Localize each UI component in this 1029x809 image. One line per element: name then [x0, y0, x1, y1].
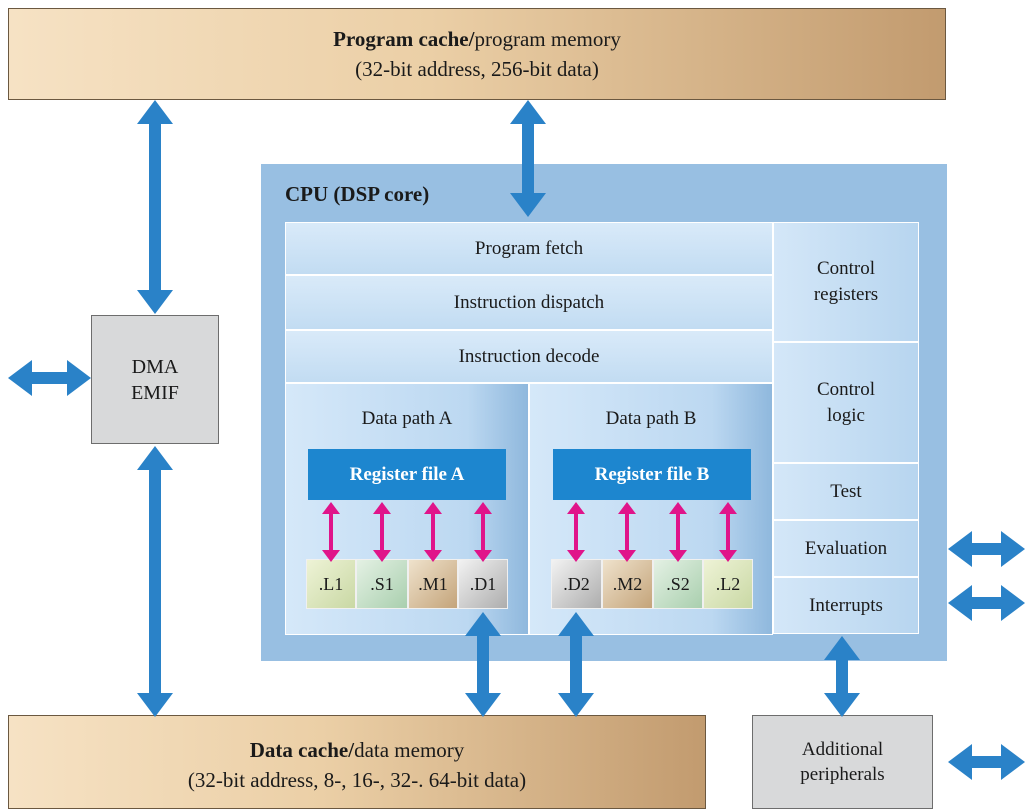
dma-label: DMA [131, 355, 179, 378]
program-memory-title: Program cache/program memory [9, 24, 945, 54]
instruction-decode-stage: Instruction decode [285, 330, 773, 383]
program-fetch-stage: Program fetch [285, 222, 773, 275]
program-memory-spec: (32-bit address, 256-bit data) [355, 57, 599, 81]
reg-arrow-d2 [567, 502, 585, 562]
data-path-a-title: Data path A [361, 408, 453, 429]
arrow-program-memory-dma [137, 100, 173, 314]
data-memory-title-rest: data memory [354, 738, 465, 762]
register-file-b: Register file B [553, 449, 751, 500]
arrow-d2-data-memory [558, 612, 594, 717]
data-memory-block: Data cache/data memory (32-bit address, … [8, 715, 706, 809]
peripherals-line1: Additional [801, 739, 884, 760]
arrow-evaluation-external [948, 531, 1025, 567]
unit-s2: .S2 [653, 559, 703, 609]
arrow-program-memory-cpu [510, 100, 546, 217]
reg-arrow-d1 [474, 502, 492, 562]
interrupts-block: Interrupts [773, 577, 919, 634]
arrow-dma-data-memory [137, 446, 173, 717]
data-memory-spec: (32-bit address, 8-, 16-, 32-. 64-bit da… [187, 768, 527, 792]
reg-arrow-s2 [669, 502, 687, 562]
data-memory-title: Data cache/data memory [9, 735, 705, 765]
arrow-cpu-peripherals [824, 636, 860, 717]
arrow-dma-external [8, 360, 91, 396]
control-registers-line2: registers [813, 284, 879, 305]
program-memory-title-rest: program memory [474, 27, 621, 51]
emif-label: EMIF [131, 381, 179, 404]
unit-s1: .S1 [356, 559, 408, 609]
data-path-b-title: Data path B [605, 408, 697, 429]
reg-arrow-m1 [424, 502, 442, 562]
cpu-title: CPU (DSP core) [285, 182, 430, 206]
peripherals-line2: peripherals [800, 764, 885, 785]
control-logic-block: Control logic [773, 342, 919, 463]
reg-arrow-l2 [719, 502, 737, 562]
control-registers-block: Control registers [773, 222, 919, 342]
reg-arrow-s1 [373, 502, 391, 562]
arrow-d1-data-memory [465, 612, 501, 717]
program-memory-title-bold: Program cache/ [333, 27, 475, 51]
unit-l2: .L2 [703, 559, 753, 609]
unit-d1: .D1 [458, 559, 508, 609]
arrow-interrupts-external [948, 585, 1025, 621]
arrow-peripherals-external [948, 744, 1025, 780]
instruction-dispatch-stage: Instruction dispatch [285, 275, 773, 330]
control-registers-line1: Control [816, 258, 876, 279]
program-memory-block: Program cache/program memory (32-bit add… [8, 8, 946, 100]
evaluation-block: Evaluation [773, 520, 919, 577]
reg-arrow-l1 [322, 502, 340, 562]
register-file-a: Register file A [308, 449, 506, 500]
control-logic-line2: logic [827, 404, 865, 426]
additional-peripherals-block: Additional peripherals [752, 715, 933, 809]
unit-l1: .L1 [306, 559, 356, 609]
reg-arrow-m2 [618, 502, 636, 562]
control-logic-line1: Control [816, 378, 876, 400]
unit-m2: .M2 [602, 559, 653, 609]
dma-emif-block: DMA EMIF [91, 315, 219, 444]
data-memory-title-bold: Data cache/ [249, 738, 355, 762]
unit-m1: .M1 [408, 559, 458, 609]
test-block: Test [773, 463, 919, 520]
